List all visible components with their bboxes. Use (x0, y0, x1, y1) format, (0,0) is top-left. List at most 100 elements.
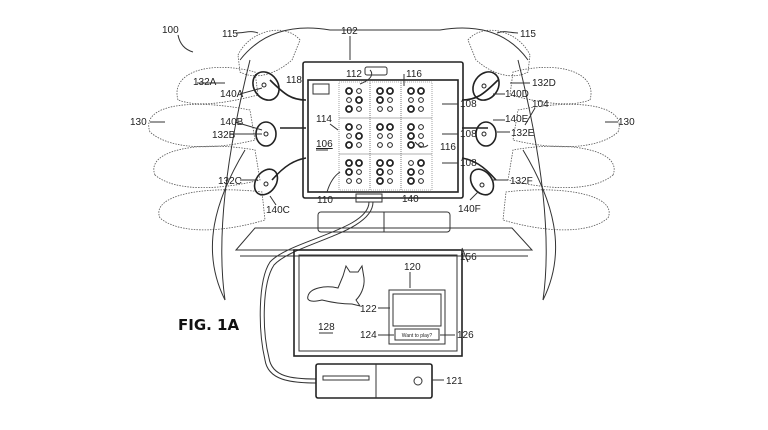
braille-pin (418, 106, 424, 112)
braille-pin (356, 178, 362, 184)
braille-cell (338, 117, 371, 155)
power-button-icon (413, 376, 423, 386)
label-115-left: 115 (222, 29, 238, 40)
braille-pin-raised (417, 87, 425, 95)
braille-pin-raised (376, 123, 384, 131)
label-130-left: 130 (130, 117, 147, 128)
window-image-122 (392, 293, 442, 327)
braille-pin-raised (376, 168, 384, 176)
label-116-mid: 116 (440, 142, 456, 153)
braille-cell (338, 153, 371, 191)
label-122: 122 (360, 304, 377, 315)
braille-pin (356, 124, 362, 130)
braille-pin-raised (345, 141, 353, 149)
label-140: 140 (402, 194, 419, 205)
prompt-text: Want to play? (402, 333, 433, 339)
label-112: 112 (346, 69, 362, 80)
braille-pin (418, 133, 424, 139)
label-132d: 132D (532, 78, 556, 89)
label-126: 126 (457, 330, 474, 341)
braille-cell (400, 153, 433, 191)
cable-156-inner (263, 201, 374, 380)
braille-pin (387, 97, 393, 103)
braille-pin (346, 178, 352, 184)
label-132e: 132E (511, 128, 535, 139)
label-140b: 140B (220, 117, 244, 128)
braille-pin (356, 88, 362, 94)
braille-cell (369, 81, 402, 119)
prompt-box-124 (394, 328, 440, 341)
braille-pin-raised (376, 177, 384, 185)
braille-pin (408, 97, 414, 103)
braille-pin (346, 97, 352, 103)
label-124: 124 (360, 330, 377, 341)
braille-pin-raised (345, 87, 353, 95)
braille-pin (377, 106, 383, 112)
braille-pin (356, 142, 362, 148)
label-130-right: 130 (618, 117, 635, 128)
button-132e[interactable] (475, 121, 497, 147)
braille-pin (418, 97, 424, 103)
label-132f: 132F (510, 176, 533, 187)
braille-pin (387, 142, 393, 148)
braille-pin (387, 106, 393, 112)
cable-156 (259, 201, 370, 384)
braille-pin (387, 133, 393, 139)
label-132b: 132B (212, 130, 236, 141)
braille-pin-raised (376, 159, 384, 167)
label-114: 114 (316, 114, 332, 125)
cat-icon (307, 264, 365, 307)
braille-pin-raised (345, 123, 353, 131)
reference-labels: 100 115 115 102 112 116 118 132A 140A 14… (130, 25, 635, 387)
label-140c: 140C (266, 205, 290, 216)
button-132a[interactable] (248, 67, 285, 105)
game-console (315, 363, 433, 399)
label-116-top: 116 (406, 69, 422, 80)
braille-pin-raised (345, 105, 353, 113)
button-132c[interactable] (250, 165, 282, 199)
label-140d: 140D (505, 89, 529, 100)
braille-display-device (302, 61, 464, 203)
braille-pin (356, 169, 362, 175)
figure-title: FIG. 1A (178, 316, 239, 334)
leader-lines (150, 31, 618, 381)
braille-pin-raised (386, 159, 394, 167)
braille-pin-raised (407, 141, 415, 149)
braille-pin-raised (355, 132, 363, 140)
braille-pin (418, 124, 424, 130)
label-121: 121 (446, 376, 463, 387)
braille-pin-raised (407, 105, 415, 113)
braille-pin-raised (386, 123, 394, 131)
label-118: 118 (286, 75, 302, 86)
braille-pin (408, 160, 414, 166)
braille-pin (387, 169, 393, 175)
braille-cell (400, 81, 433, 119)
label-108-bottom: 108 (460, 158, 477, 169)
label-132c: 132C (218, 176, 242, 187)
braille-pin-raised (345, 168, 353, 176)
braille-pin-raised (376, 87, 384, 95)
label-102: 102 (341, 26, 358, 37)
label-156: 156 (460, 252, 477, 263)
braille-pin (418, 169, 424, 175)
braille-pin-raised (386, 87, 394, 95)
label-140f: 140F (458, 204, 481, 215)
controller-body (211, 27, 557, 301)
braille-pin (387, 178, 393, 184)
braille-pin-raised (407, 87, 415, 95)
button-132d[interactable] (468, 67, 505, 105)
braille-pin-raised (407, 132, 415, 140)
button-132f[interactable] (466, 165, 498, 199)
label-110: 110 (317, 195, 333, 206)
label-140a: 140A (220, 89, 244, 100)
braille-pin (377, 133, 383, 139)
braille-pin-raised (407, 168, 415, 176)
braille-pin-raised (355, 96, 363, 104)
left-hand (148, 29, 301, 301)
braille-cell (338, 81, 371, 119)
braille-pin-raised (417, 159, 425, 167)
label-115-right: 115 (520, 29, 536, 40)
braille-cell (369, 117, 402, 155)
braille-cell (400, 117, 433, 155)
